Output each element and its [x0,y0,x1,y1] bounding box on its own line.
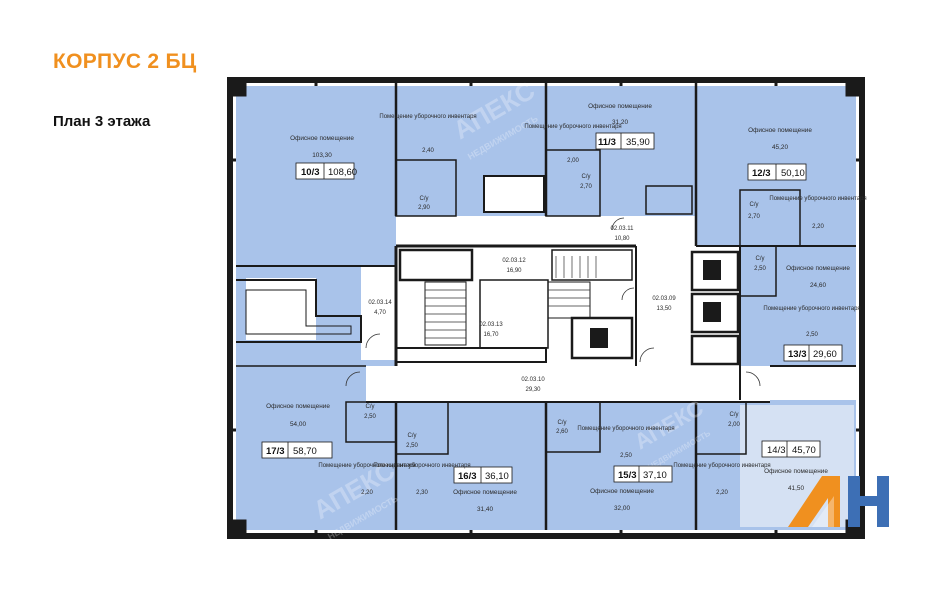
unit-15-office-label: Офисное помещение [590,488,654,495]
common-09-code: 02.03.09 [652,296,676,302]
unit-16-zone[interactable] [396,400,546,530]
common-10-code: 02.03.10 [521,377,545,383]
unit-11-id: 11/3 [598,137,616,148]
elevator-icon [590,328,608,348]
unit-boxes [261,132,843,484]
unit-10-cleaning-area: 2,40 [422,148,434,154]
unit-10-id: 10/3 [301,167,320,178]
unit-16-cleaning-area: 2,30 [416,490,428,496]
unit-14-office-area: 41,50 [788,485,804,492]
unit-17-cleaning-label: Помещение уборочного инвентаря [318,463,415,469]
common-14-area: 4,70 [374,310,386,316]
unit-11-cleaning-area: 2,00 [567,158,579,164]
unit-16-wc-area: 2,50 [406,443,418,449]
unit-13-office-label: Офисное помещение [786,265,850,272]
unit-14-id: 14/3 [767,445,786,456]
unit-16-id: 16/3 [458,471,477,482]
unit-10-cleaning-label: Помещение уборочного инвентаря [379,114,476,120]
unit-15-cleaning-area: 2,50 [620,453,632,459]
unit-12-cleaning-area: 2,20 [812,224,824,230]
unit-12-area: 50,10 [781,168,805,179]
elevator-icons [590,260,721,348]
common-11-code: 02.03.11 [611,226,635,232]
unit-15-wc-label: С/у [558,420,567,426]
unit-14-cleaning-area: 2,20 [716,490,728,496]
elevator-icon [703,302,721,322]
unit-14-cleaning-label: Помещение уборочного инвентаря [673,463,770,469]
unit-12-wc-area: 2,70 [748,214,760,220]
unit-11-office-area: 31,20 [612,119,628,126]
unit-15-wc-area: 2,60 [556,429,568,435]
floor-plan-title: План 3 этажа [53,113,151,130]
unit-10-area: 108,60 [328,167,357,178]
unit-15-zone[interactable] [546,400,696,530]
unit-10-office-area: 103,30 [312,152,332,159]
facade-ticks [227,77,865,539]
unit-10-wc-label: С/у [420,196,429,202]
common-11-area: 10,80 [614,236,630,242]
unit-16-wc-label: С/у [408,433,417,439]
unit-16-office-area: 31,40 [477,506,493,513]
common-13-area: 16,70 [483,332,499,338]
unit-11-office-label: Офисное помещение [588,103,652,110]
unit-17-area: 58,70 [293,446,317,457]
common-10-area: 29,30 [525,387,541,393]
unit-13-id: 13/3 [788,349,807,360]
unit-14-area: 45,70 [792,445,816,456]
common-12-code: 02.03.12 [502,258,526,264]
unit-15-office-area: 32,00 [614,505,630,512]
common-12-area: 16,90 [506,268,522,274]
common-09-area: 13,50 [656,306,672,312]
stair-treads [425,256,597,339]
unit-13-area: 29,60 [813,349,837,360]
unit-15-area: 37,10 [643,470,667,481]
unit-17-cleaning-area: 2,20 [361,490,373,496]
unit-15-id: 15/3 [618,470,637,481]
unit-11-cleaning-label: Помещение уборочного инвентаря [524,124,621,130]
unit-14-office-label: Офисное помещение [764,468,828,475]
unit-12-office-area: 45,20 [772,144,788,151]
walls [227,77,865,539]
door-swings [345,217,761,387]
unit-13-wc-area: 2,50 [754,266,766,272]
unit-14-wc-area: 2,00 [728,422,740,428]
unit-16-area: 36,10 [485,471,509,482]
unit-12-wc-label: С/у [750,202,759,208]
unit-11-wc-label: С/у [582,174,591,180]
unit-17-wc-label: С/у [366,404,375,410]
unit-10-wc-area: 2,90 [418,205,430,211]
unit-17-id: 17/3 [266,446,285,457]
unit-11-wc-area: 2,70 [580,184,592,190]
unit-12-cleaning-label: Помещение уборочного инвентаря [769,196,866,202]
unit-16-cleaning-label: Помещение уборочного инвентаря [373,463,470,469]
common-14-code: 02.03.14 [368,300,392,306]
unit-10-office-label: Офисное помещение [290,135,354,142]
unit-17-office-label: Офисное помещение [266,403,330,410]
elevator-icon [703,260,721,280]
common-13-code: 02.03.13 [479,322,503,328]
unit-13-wc-label: С/у [756,256,765,262]
unit-11-zone[interactable] [546,86,696,216]
core-zones [246,176,770,402]
unit-12-id: 12/3 [752,168,771,179]
unit-14-wc-label: С/у [730,412,739,418]
unit-12-office-label: Офисное помещение [748,127,812,134]
unit-13-office-area: 24,60 [810,282,826,289]
unit-11-area: 35,90 [626,137,650,148]
brand-logo [788,476,889,527]
building-title: КОРПУС 2 БЦ [53,50,197,73]
unit-13-cleaning-label: Помещение уборочного инвентаря [763,306,860,312]
unit-13-cleaning-area: 2,50 [806,332,818,338]
unit-16-office-label: Офисное помещение [453,489,517,496]
unit-17-office-area: 54,00 [290,421,306,428]
unit-15-cleaning-label: Помещение уборочного инвентаря [577,426,674,432]
unit-17-wc-area: 2,50 [364,414,376,420]
